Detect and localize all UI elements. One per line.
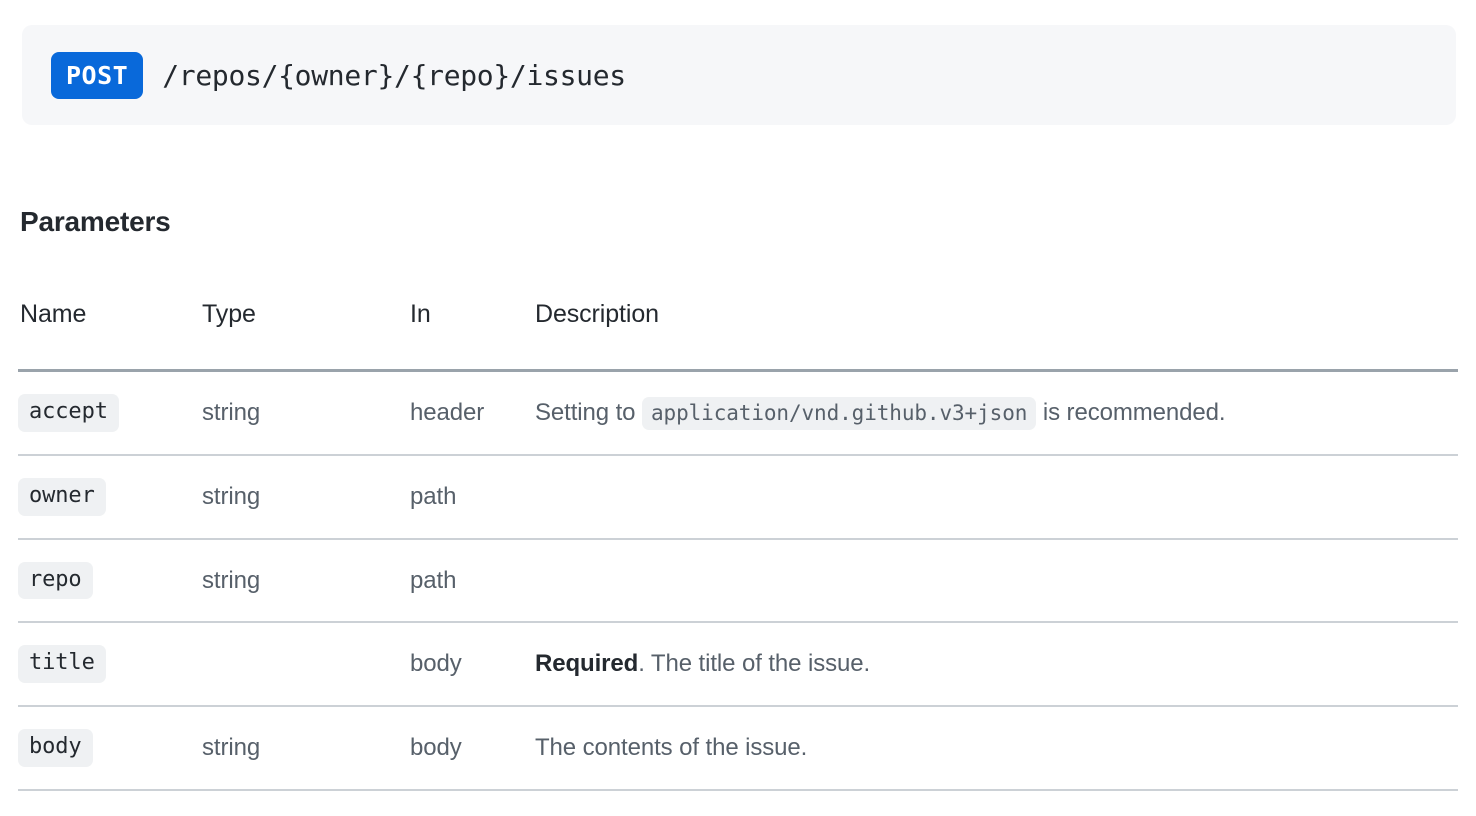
param-in-cell: body	[410, 650, 462, 678]
endpoint-path: /repos/{owner}/{repo}/issues	[162, 58, 626, 92]
endpoint-banner: POST /repos/{owner}/{repo}/issues	[22, 25, 1456, 125]
param-name-chip: owner	[18, 477, 106, 516]
param-type-cell: string	[202, 566, 261, 594]
param-name-chip: repo	[18, 561, 93, 600]
column-header-description: Description	[535, 300, 659, 328]
description-prefix: Setting to	[535, 398, 642, 426]
http-method-badge: POST	[51, 51, 144, 99]
param-type-cell: string	[202, 398, 261, 426]
param-name-cell: body	[18, 706, 202, 790]
param-name-cell: owner	[18, 455, 202, 539]
param-name-cell: repo	[18, 539, 202, 623]
param-in-cell: body	[410, 734, 462, 762]
table-row: accept string header Setting to applicat…	[18, 371, 1458, 455]
param-name-chip: title	[18, 645, 106, 684]
param-type-cell	[202, 622, 410, 706]
page-title: Parameters	[20, 206, 171, 237]
param-name-chip: accept	[18, 394, 119, 432]
table-header: Name Type In Description	[18, 300, 1458, 371]
table-body: accept string header Setting to applicat…	[18, 371, 1458, 791]
param-in-cell: path	[410, 482, 457, 510]
table-row: owner string path	[18, 455, 1458, 539]
table-row: title body Required. The title of the is…	[18, 622, 1458, 707]
table-row: repo string path	[18, 539, 1458, 623]
param-description-cell: Setting to application/vnd.github.v3+jso…	[535, 371, 1458, 455]
table-row: body string body The contents of the iss…	[18, 706, 1458, 791]
description-text: . The title of the issue.	[638, 650, 871, 678]
param-type-cell: string	[202, 482, 261, 510]
param-description-cell: The contents of the issue.	[535, 734, 808, 762]
param-name-cell: accept	[18, 371, 202, 455]
inline-code-accept-header: application/vnd.github.v3+json	[641, 396, 1037, 430]
param-name-cell: title	[18, 622, 202, 706]
required-label: Required	[535, 650, 639, 678]
param-name-chip: body	[18, 729, 93, 768]
param-type-cell: string	[202, 734, 261, 762]
param-in-cell: path	[410, 566, 457, 594]
parameters-table: Name Type In Description accept string h…	[18, 300, 1458, 791]
param-description-cell	[535, 455, 1458, 539]
table-header-row: Name Type In Description	[18, 300, 1458, 371]
column-header-name: Name	[20, 300, 87, 328]
param-in-cell: header	[410, 398, 485, 426]
column-header-in: In	[410, 300, 431, 328]
param-description-cell	[535, 539, 1458, 623]
description-suffix: is recommended.	[1036, 398, 1226, 426]
param-description-cell: Required. The title of the issue.	[535, 622, 1458, 706]
column-header-type: Type	[202, 300, 256, 328]
